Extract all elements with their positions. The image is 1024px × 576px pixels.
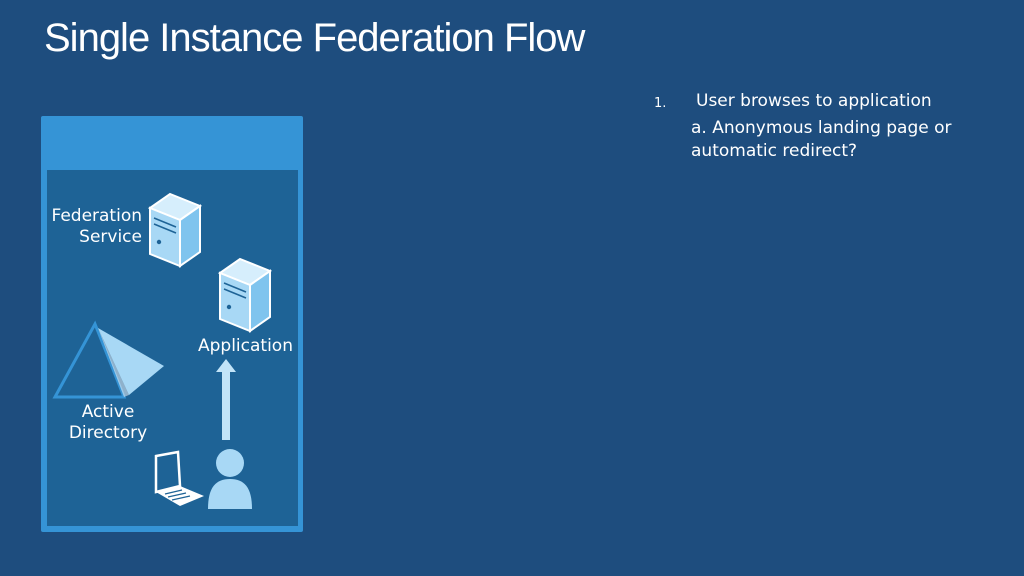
step-text: User browses to application [696, 91, 932, 111]
ad-label-line2: Directory [68, 423, 148, 443]
step-number: 1. [654, 96, 667, 111]
step-item: 1. User browses to application [654, 90, 981, 115]
federation-service-label: Federation Service [48, 206, 142, 248]
server-icon [147, 192, 202, 268]
server-icon [217, 257, 272, 333]
active-directory-label: Active Directory [58, 402, 158, 444]
step-subitem: a. Anonymous landing page or automatic r… [691, 118, 952, 161]
active-directory-icon [52, 320, 164, 399]
arrow-up-icon [216, 359, 236, 440]
application-label: Application [198, 336, 293, 356]
federation-label-line1: Federation [51, 206, 142, 226]
user-icon [208, 449, 252, 509]
slide-title: Single Instance Federation Flow [44, 16, 585, 60]
laptop-icon [154, 450, 204, 506]
ad-label-line1: Active [81, 402, 135, 422]
federation-label-line2: Service [79, 227, 142, 247]
flow-notes: 1. User browses to application a. Anonym… [654, 90, 981, 163]
